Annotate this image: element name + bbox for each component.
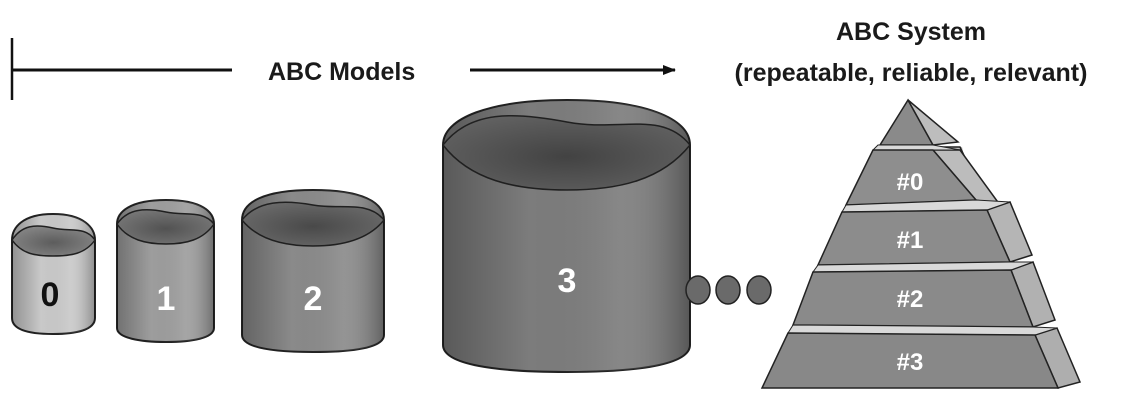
ellipsis-dots	[685, 275, 772, 305]
model-container-2: 2	[241, 188, 385, 354]
container-3-label: 3	[558, 262, 577, 300]
pyramid-level-0-label: #0	[897, 169, 924, 196]
container-1-label: 1	[157, 280, 176, 318]
pyramid-level-3-face	[760, 332, 1060, 389]
ellipsis-dot	[746, 275, 772, 305]
abc-models-label: ABC Models	[268, 58, 415, 86]
pyramid-ledge	[812, 261, 1034, 273]
ellipsis-dot	[715, 275, 741, 305]
abc-system-pyramid: #0 #1 #2 #3	[760, 98, 1082, 389]
model-container-1: 1	[116, 198, 215, 344]
pyramid-level-1-label: #1	[897, 227, 924, 254]
ellipsis-dot	[685, 275, 711, 305]
container-2-label: 2	[304, 280, 323, 318]
pyramid-ledge	[841, 199, 1011, 213]
model-container-3: 3	[442, 98, 691, 374]
timeline-header: ABC Models ABC System (repeatable, relia…	[10, 18, 1088, 100]
pyramid-level-2-label: #2	[897, 286, 924, 313]
abc-system-title: ABC System	[836, 18, 986, 46]
model-container-0: 0	[11, 212, 96, 336]
pyramid-level-3-label: #3	[897, 349, 924, 376]
pyramid-apex-side	[907, 99, 960, 146]
abc-system-subtitle: (repeatable, reliable, relevant)	[735, 59, 1088, 87]
pyramid-ledge	[871, 144, 961, 151]
container-0-label: 0	[41, 276, 60, 314]
pyramid-ledge	[787, 324, 1058, 336]
